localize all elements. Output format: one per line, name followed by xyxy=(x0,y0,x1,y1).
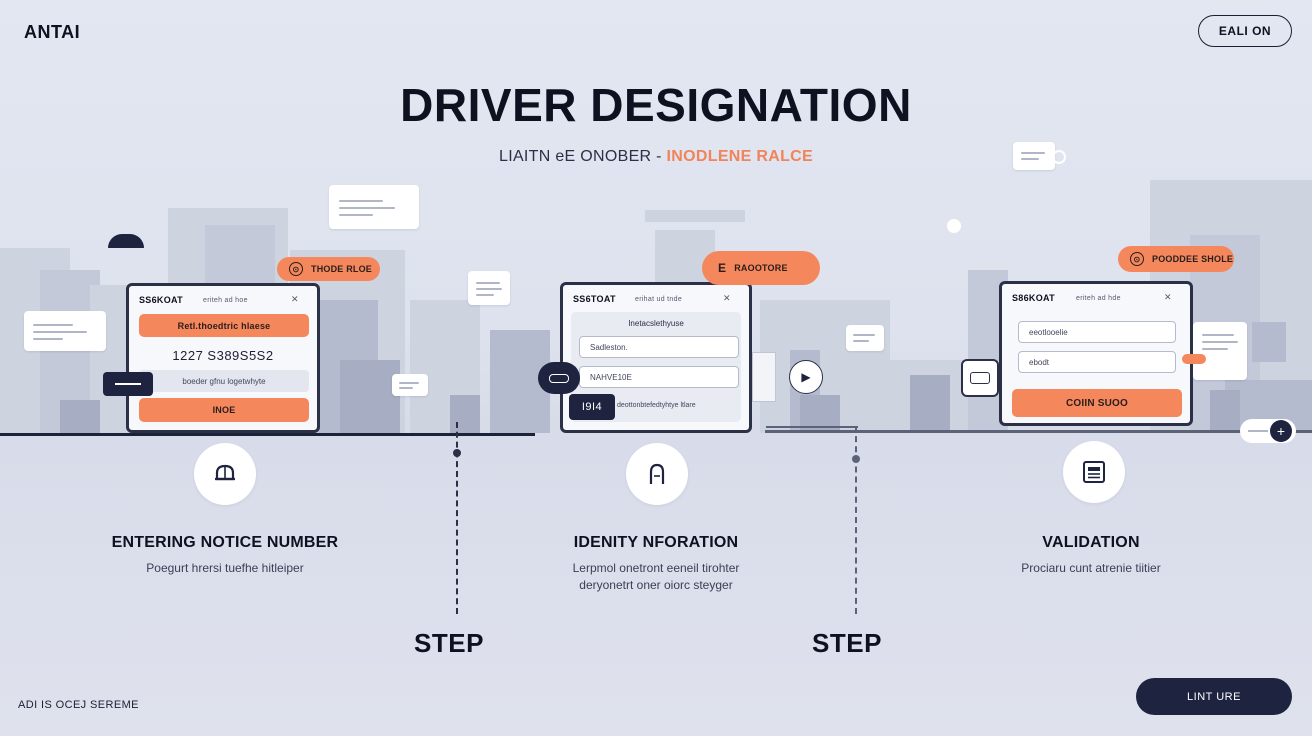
name-input[interactable]: Sadleston. xyxy=(579,336,739,358)
lamp-icon xyxy=(108,234,144,248)
card-title: S86KOAT xyxy=(1012,293,1055,303)
chat-bubble-icon xyxy=(846,325,884,351)
step-title-validation: VALIDATION xyxy=(1042,534,1140,551)
badge-pill: E RAOOTORE xyxy=(702,251,820,285)
top-nav-button[interactable]: EALI ON xyxy=(1198,15,1292,47)
step-title-notice: ENTERING NOTICE NUMBER xyxy=(111,534,339,551)
notice-number: 1227 S389S5S2 xyxy=(172,348,274,363)
confirm-button[interactable]: COIIN SUOO xyxy=(1012,389,1182,417)
chat-bubble-icon xyxy=(1013,142,1055,170)
badge-label: RAOOTORE xyxy=(734,263,788,273)
connector-line xyxy=(766,426,858,428)
form-label: Inetacslethyuse xyxy=(628,319,684,328)
step-card-validation: S86KOAT eriteh ad hde ✕ eeotlooelie ebod… xyxy=(999,281,1193,426)
menu-chip[interactable] xyxy=(103,372,153,396)
play-icon[interactable]: ▶ xyxy=(789,360,823,394)
notice-field[interactable]: boeder gfnu logetwhyte xyxy=(139,370,309,392)
toggle-accent xyxy=(1182,354,1206,364)
id-chip: I9I4 xyxy=(569,394,615,420)
chat-bubble-icon xyxy=(392,374,428,396)
card-title: SS6TOAT xyxy=(573,294,616,304)
close-icon[interactable]: ✕ xyxy=(1164,292,1172,302)
step-desc-notice: Poegurt hrersi tuefhe hitleiper xyxy=(146,561,304,575)
timeline-line xyxy=(765,430,1312,433)
notice-submit-button[interactable]: INOE xyxy=(139,398,309,422)
validation-input-2[interactable]: ebodt xyxy=(1018,351,1176,373)
footer-text: ADI IS OCEJ SEREME xyxy=(18,699,139,711)
chat-bubble-icon xyxy=(468,271,510,305)
card-meta: erihat ud tnde xyxy=(635,296,683,303)
subtitle-main: LIAITN eE ONOBER - xyxy=(499,148,662,165)
dot-icon xyxy=(947,219,961,233)
connector-dot xyxy=(453,449,461,457)
page-title: DRIVER DESIGNATION xyxy=(400,79,912,131)
close-icon[interactable]: ✕ xyxy=(723,293,731,303)
link-icon xyxy=(549,373,569,383)
logo: ANTAI xyxy=(24,22,81,42)
document-icon xyxy=(1193,322,1247,380)
step-label: STEP xyxy=(414,628,484,658)
badge-pill: ⊙ THODE RLOE xyxy=(277,257,380,281)
badge-icon: ⊙ xyxy=(289,262,303,276)
helmet-icon xyxy=(194,443,256,505)
card-title: SS6KOAT xyxy=(139,295,183,305)
badge-label: THODE RLOE xyxy=(311,264,373,274)
continue-button[interactable]: LINT URE xyxy=(1136,678,1292,715)
id-input[interactable]: NAHVE10E xyxy=(579,366,739,388)
page-subtitle: LIAITN eE ONOBER - INODLENE RALCE xyxy=(0,148,1312,166)
card-meta: eriteh ad hde xyxy=(1076,295,1121,302)
badge-icon: E xyxy=(718,261,727,275)
badge-icon: ⊙ xyxy=(1130,252,1144,266)
chat-bubble-icon xyxy=(329,185,419,229)
badge-label: POODDEE SHOLE xyxy=(1152,254,1234,264)
id-card-icon xyxy=(1063,441,1125,503)
notice-header-bar: Retl.thoedtric hlaese xyxy=(139,314,309,337)
timeline-line xyxy=(0,433,535,436)
chat-bubble-icon xyxy=(24,311,106,351)
validation-input-1[interactable]: eeotlooelie xyxy=(1018,321,1176,343)
step-title-identity: IDENITY NFORATION xyxy=(573,534,739,551)
plus-icon[interactable]: + xyxy=(1270,420,1292,442)
add-chip[interactable]: + xyxy=(1240,419,1296,443)
step-connector xyxy=(456,422,458,614)
step-card-notice: SS6KOAT eriteh ad hoe ✕ Retl.thoedtric h… xyxy=(126,283,320,433)
step-desc-identity-2: deryonetrt oner oiorc steyger xyxy=(579,578,733,592)
subtitle-accent: INODLENE RALCE xyxy=(666,148,813,165)
menu-icon xyxy=(115,383,141,385)
card-meta: eriteh ad hoe xyxy=(203,297,248,304)
badge-pill: ⊙ POODDEE SHOLE xyxy=(1118,246,1234,272)
person-icon xyxy=(626,443,688,505)
connector-dot xyxy=(852,455,860,463)
form-hint: deottonbtefedtyhtye ltlare xyxy=(617,402,696,409)
step-connector xyxy=(855,426,857,614)
link-chip[interactable] xyxy=(538,362,580,394)
step-label: STEP xyxy=(812,628,882,658)
step-desc-identity-1: Lerpmol onetront eeneil tirohter xyxy=(572,561,740,575)
side-panel xyxy=(752,352,776,402)
close-icon[interactable]: ✕ xyxy=(291,294,299,304)
car-icon xyxy=(961,359,999,397)
step-desc-validation: Prociaru cunt atrenie tiitier xyxy=(1021,561,1161,575)
ring-icon xyxy=(1052,150,1066,164)
